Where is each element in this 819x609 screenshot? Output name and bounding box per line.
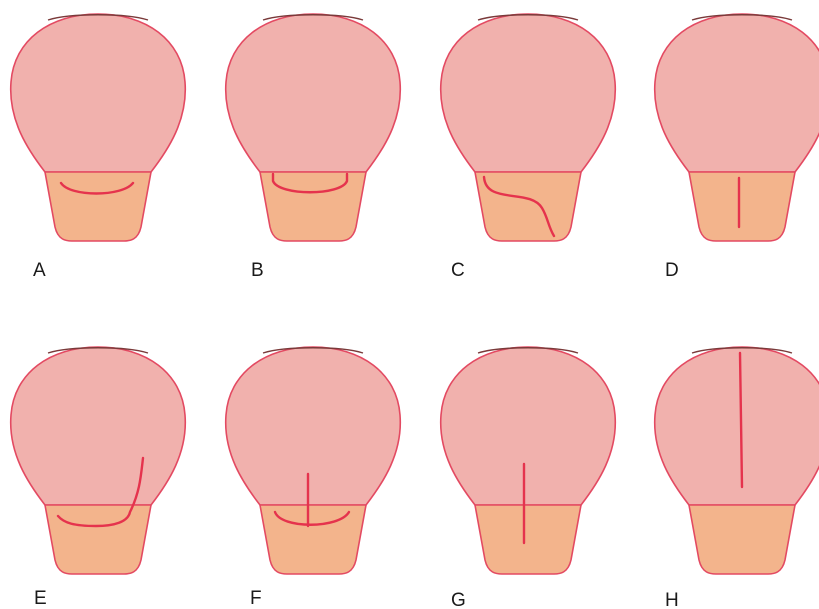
upper-region (441, 347, 616, 505)
panel-c: C (441, 14, 616, 281)
panel-label: H (665, 590, 679, 609)
lower-region (260, 172, 366, 241)
panel-b: B (226, 14, 401, 281)
lower-region (45, 505, 151, 574)
upper-region (655, 347, 819, 505)
panel-h: H (655, 347, 819, 609)
panel-label: E (34, 588, 47, 609)
panel-e: E (11, 347, 186, 609)
upper-region (441, 14, 616, 172)
panel-label: A (33, 260, 46, 281)
lower-region (689, 172, 795, 241)
panel-label: C (451, 260, 465, 281)
panel-label: F (250, 588, 262, 609)
upper-region (226, 347, 401, 505)
upper-region (226, 14, 401, 172)
lower-region (475, 505, 581, 574)
lower-region (689, 505, 795, 574)
panel-f: F (226, 347, 401, 609)
upper-region (11, 14, 186, 172)
panel-d: D (655, 14, 819, 281)
upper-region (655, 14, 819, 172)
panel-label: D (665, 260, 679, 281)
lower-region (475, 172, 581, 241)
panel-label: B (251, 260, 264, 281)
panel-a: A (11, 14, 186, 281)
panel-g: G (441, 347, 616, 609)
panel-label: G (451, 590, 466, 609)
upper-region (11, 347, 186, 505)
